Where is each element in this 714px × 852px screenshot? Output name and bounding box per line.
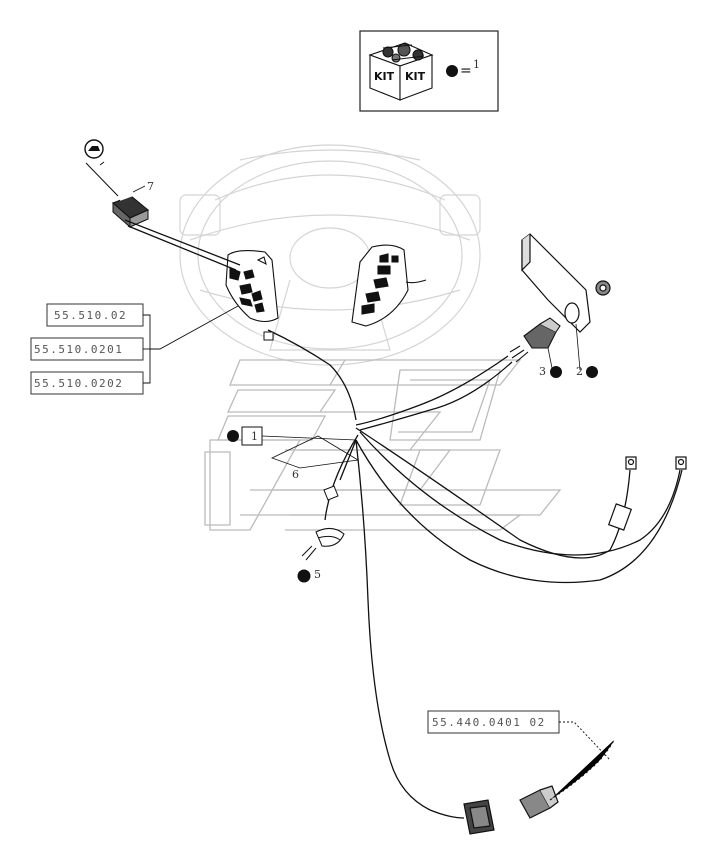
ring-terminals: [607, 456, 687, 531]
ref-label-55-510-0202: 55.510.0202: [34, 377, 123, 390]
item-number-3: 3: [539, 365, 546, 378]
rotary-switch-item-3: [509, 317, 561, 363]
items-2-3-markers: 3 2: [539, 323, 598, 378]
mounting-bracket: [521, 233, 611, 333]
switch-item-7: 7: [84, 139, 154, 229]
kit-equals-sign: =: [460, 63, 472, 79]
kit-legend: KIT KIT = 1: [359, 30, 499, 112]
item-5-grommet: 5: [297, 528, 345, 583]
plug-connector: [263, 331, 274, 341]
item-1-box: 1: [227, 426, 357, 446]
bottom-connectors: [463, 739, 615, 835]
item-number-5: 5: [314, 568, 321, 581]
right-switch-pad: [351, 244, 427, 327]
kit-bullet-icon: [446, 65, 458, 77]
item-number-1: 1: [251, 430, 258, 443]
left-switch-pad: [225, 249, 279, 323]
item-number-7: 7: [147, 180, 154, 193]
steering-wheel-background: [179, 144, 481, 366]
kit-word-left: KIT: [374, 70, 395, 83]
logo-background: [204, 359, 562, 531]
item-number-6: 6: [292, 468, 299, 481]
kit-box-icon: [368, 42, 434, 101]
ref-label-55-510-02: 55.510.02: [54, 309, 127, 322]
item-number-2: 2: [576, 365, 583, 378]
reference-group-bottom: 55.440.0401 02: [427, 710, 611, 761]
kit-word-right: KIT: [405, 70, 426, 83]
ref-label-55-510-0201: 55.510.0201: [34, 343, 123, 356]
reference-group-left: 55.510.02 55.510.0201 55.510.0202: [30, 303, 239, 395]
wiring-harness: [124, 219, 683, 819]
kit-quantity: 1: [473, 58, 480, 71]
item-6-callout: 6: [270, 435, 360, 501]
ref-label-55-440-0401-02: 55.440.0401 02: [432, 716, 546, 729]
